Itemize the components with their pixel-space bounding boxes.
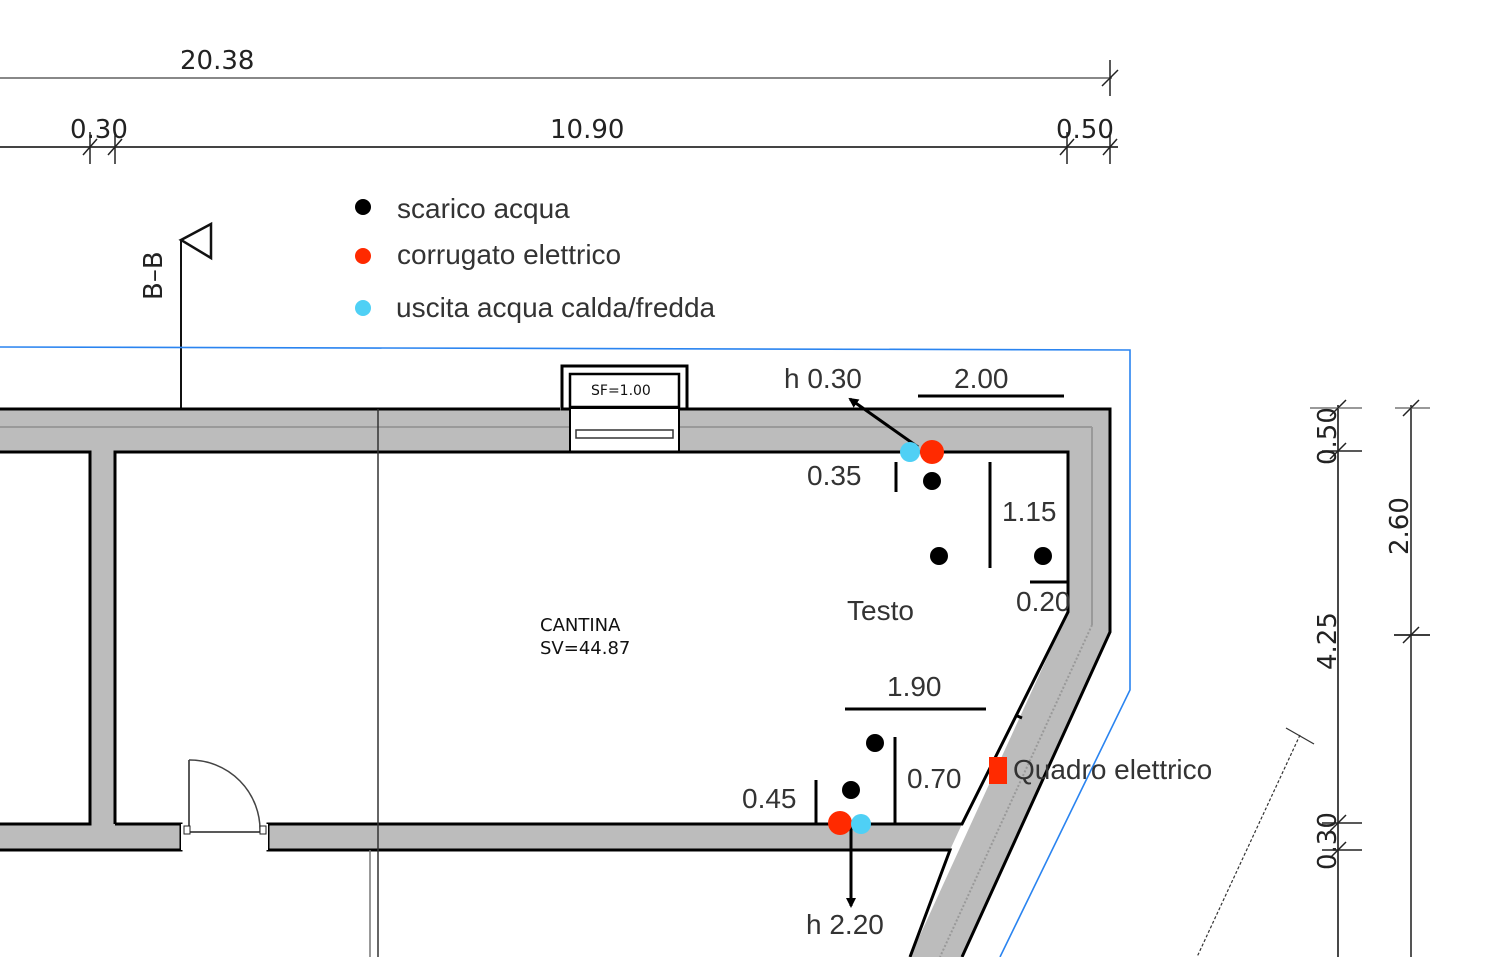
dim-0-45-label: 0.45 (742, 783, 797, 814)
water-drain-icon (842, 781, 860, 799)
room-name: CANTINA (540, 615, 621, 636)
hot-cold-water-outlet-icon (851, 814, 871, 834)
room-label: CANTINA SV=44.87 (540, 615, 630, 659)
water-drain-icon (1034, 547, 1052, 565)
top-dimension-overall: 20.38 (0, 46, 1119, 96)
dim-0-30-text: 0.30 (70, 115, 128, 145)
h-2-20-label: h 2.20 (806, 909, 884, 940)
dim-4-25-right: 4.25 (1313, 612, 1343, 670)
water-drain-icon (930, 547, 948, 565)
electrical-panel-label: Quadro elettrico (1013, 754, 1212, 785)
h-0-30-label: h 0.30 (784, 363, 862, 394)
dim-0-50-right: 0.50 (1313, 407, 1343, 465)
electrical-conduit-icon (920, 440, 944, 464)
door[interactable] (181, 759, 268, 850)
dim-0-70-label: 0.70 (907, 763, 962, 794)
walls (0, 407, 1315, 957)
legend-red-dot-icon (355, 248, 371, 264)
dim-2-00-label: 2.00 (954, 363, 1009, 394)
window-label: SF=1.00 (591, 383, 651, 399)
dim-2-60-right: 2.60 (1385, 497, 1415, 555)
testo-label: Testo (847, 595, 914, 626)
legend-item-1: scarico acqua (397, 193, 570, 224)
dim-1-15-label: 1.15 (1002, 496, 1057, 527)
legend: scarico acqua corrugato elettrico uscita… (355, 193, 716, 323)
section-marker: B–B (139, 221, 213, 418)
dim-0-50-text: 0.50 (1056, 115, 1114, 145)
legend-black-dot-icon (355, 199, 371, 215)
dim-0-20-label: 0.20 (1016, 586, 1071, 617)
dim-0-35-label: 0.35 (807, 460, 862, 491)
water-drain-icon (866, 734, 884, 752)
hot-cold-water-outlet-icon (900, 442, 920, 462)
top-dimension-segments: 0.30 10.90 0.50 (0, 115, 1118, 164)
electrical-panel-icon (989, 757, 1007, 784)
dim-overall-text: 20.38 (180, 46, 254, 76)
right-dimensions: 0.50 4.25 0.30 2.60 (1310, 399, 1430, 957)
room-area: SV=44.87 (540, 638, 630, 659)
upper-fixtures: h 0.30 2.00 0.35 1.15 0.20 Testo (784, 363, 1071, 626)
section-label: B–B (139, 251, 169, 300)
electrical-conduit-icon (828, 811, 852, 835)
legend-cyan-dot-icon (355, 300, 371, 316)
legend-item-3: uscita acqua calda/fredda (396, 292, 716, 323)
water-drain-icon (923, 472, 941, 490)
lower-fixtures: 1.90 0.70 0.45 h 2.20 Quadro elettrico (742, 671, 1212, 940)
dim-0-30-right: 0.30 (1313, 812, 1343, 870)
window: SF=1.00 (560, 364, 689, 454)
legend-item-2: corrugato elettrico (397, 239, 621, 270)
boundary-outline (0, 346, 1131, 957)
dim-10-90-text: 10.90 (550, 115, 624, 145)
dim-1-90-label: 1.90 (887, 671, 942, 702)
